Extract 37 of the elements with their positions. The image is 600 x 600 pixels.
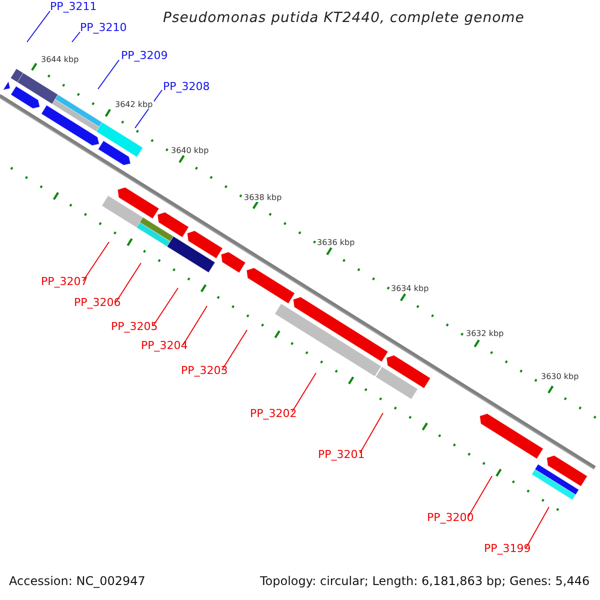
leader-line (152, 288, 178, 326)
gene-label: PP_3208 (163, 81, 210, 92)
tick-label: 3630 kbp (540, 373, 580, 381)
tick-label: 3636 kbp (316, 239, 356, 247)
genome-summary-text: Topology: circular; Length: 6,181,863 bp; Genes: 5,446 (260, 575, 590, 587)
gene-label: PP_3209 (121, 50, 168, 61)
gene-label: PP_3206 (74, 297, 121, 308)
leader-line (116, 262, 142, 302)
tick-label: 3634 kbp (390, 285, 430, 293)
leader-line (292, 372, 316, 412)
leader-line (182, 306, 208, 346)
gene-label: PP_3202 (250, 408, 297, 419)
gene-label: PP_3204 (141, 340, 188, 351)
leader-line (26, 10, 50, 42)
leader-line (526, 506, 550, 548)
gene-label: PP_3199 (484, 543, 531, 554)
leader-line (222, 330, 248, 370)
leader-line (134, 90, 162, 128)
leader-line (72, 32, 80, 42)
gene-label: PP_3205 (111, 321, 158, 332)
gene-label: PP_3207 (41, 276, 88, 287)
tick-label: 3632 kbp (465, 330, 505, 338)
leader-line (82, 242, 110, 282)
map-title: Pseudomonas putida KT2440, complete genome (163, 11, 524, 25)
gene-label: PP_3211 (50, 1, 97, 12)
leader-line (98, 60, 120, 90)
leader-line (360, 412, 384, 454)
gene-label: PP_3201 (318, 449, 365, 460)
gene-label: PP_3200 (427, 512, 474, 523)
gene-label: PP_3203 (181, 365, 228, 376)
tick-label: 3644 kbp (40, 56, 80, 64)
gene-label: PP_3210 (80, 22, 127, 33)
accession-text: Accession: NC_002947 (9, 575, 146, 587)
tick-label: 3640 kbp (170, 147, 210, 155)
leader-line (468, 476, 492, 518)
tick-label: 3638 kbp (243, 194, 283, 202)
tick-label: 3642 kbp (114, 101, 154, 109)
